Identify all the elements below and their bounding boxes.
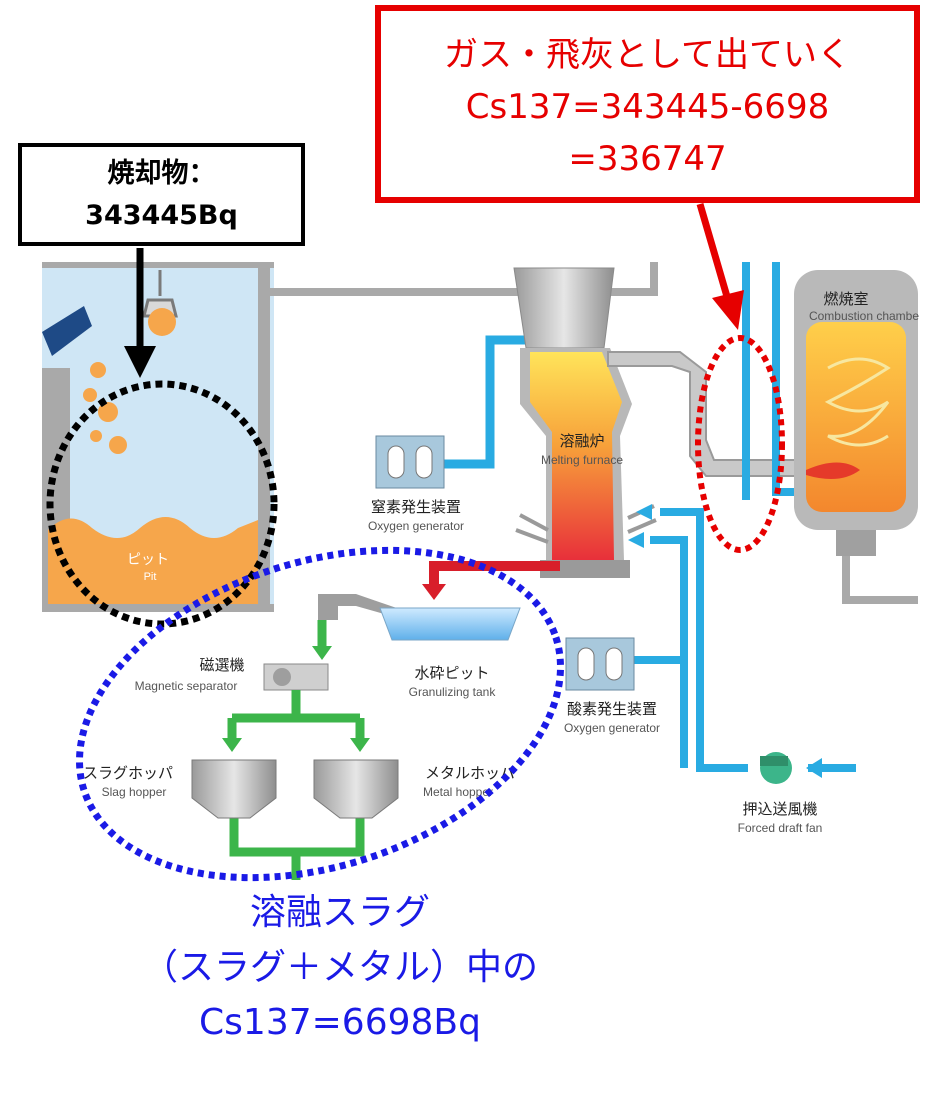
oxygen-generator-icon [565,637,635,691]
nitrogen-generator-label-jp: 窒素発生装置 [371,498,461,516]
pit-waste-fill [48,517,258,604]
gas-callout-result: =336747 [568,139,727,179]
metal-hopper-label-jp: メタルホッパ [425,764,515,782]
slag-callout-subtitle: （スラグ＋メタル）中の [141,947,538,988]
magnetic-separator-label-en: Magnetic separator [135,679,238,693]
pit-label-jp: ピット [127,552,169,568]
input-callout: 焼却物： 343445Bq [18,143,305,246]
slag-hopper-label-en: Slag hopper [102,785,167,799]
input-callout-title: 焼却物： [107,158,216,189]
forced-draft-fan-label-en: Forced draft fan [738,821,823,835]
melting-furnace-label-en: Melting furnace [541,453,623,467]
slag-highlight-ellipse [76,546,564,882]
metal-hopper [313,759,399,819]
slag-callout-title: 溶融スラグ [249,892,430,933]
combustion-chamber [794,270,918,604]
granulizing-tank [318,594,521,641]
granulizing-tank-label-jp: 水砕ピット [414,664,489,682]
pit-label-en: Pit [144,571,157,583]
input-arrow [124,248,156,378]
combustion-chamber-label-jp: 燃焼室 [823,290,868,308]
melting-furnace-label-jp: 溶融炉 [559,432,604,450]
nitrogen-pipe [430,335,526,469]
crane-claw-icon [142,270,178,318]
gas-highlight-ellipse [695,335,785,553]
combustion-chamber-label-en: Combustion chambe [809,309,919,323]
fan-icon [760,752,792,784]
input-callout-value: 343445Bq [85,200,238,231]
metal-hopper-label-en: Metal hopper [423,785,493,799]
granulizing-tank-label-en: Granulizing tank [409,685,497,699]
slag-hopper [191,759,277,819]
slag-callout: 溶融スラグ （スラグ＋メタル）中の Cs137=6698Bq [60,885,620,1050]
top-duct [270,262,658,296]
gas-callout-formula: Cs137=343445-6698 [465,87,830,127]
oxygen-generator-label-jp: 酸素発生装置 [567,700,657,718]
melting-furnace [513,267,657,578]
pit-highlight-ellipse [46,380,278,628]
slag-hopper-label-jp: スラグホッパ [83,764,173,782]
nitrogen-generator-icon [375,435,445,489]
magnetic-separator-label-jp: 磁選機 [199,656,244,674]
gas-callout: ガス・飛灰として出ていく Cs137=343445-6698 =336747 [375,5,920,203]
oxygen-generator-label-en: Oxygen generator [564,721,660,735]
nitrogen-generator-label-en: Oxygen generator [368,519,464,533]
pit-area [42,262,274,612]
gas-arrow [696,203,744,330]
slag-callout-value: Cs137=6698Bq [199,1002,481,1043]
truck-icon [42,306,92,356]
slag-flow-arrow [429,561,560,586]
forced-draft-fan-label-jp: 押込送風機 [742,800,817,818]
green-flow-lines [227,620,365,880]
magnetic-separator [263,663,329,691]
gas-callout-title: ガス・飛灰として出ていく [444,35,851,75]
